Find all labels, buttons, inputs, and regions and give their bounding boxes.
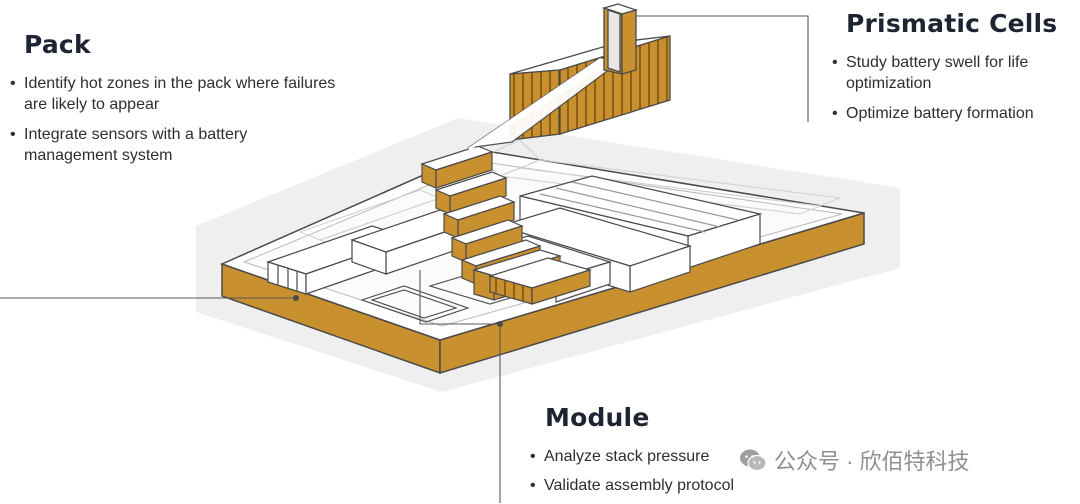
pack-bullets: Identify hot zones in the pack where fai…	[10, 73, 340, 166]
watermark-text: 公众号 · 欣佰特科技	[774, 449, 970, 474]
prismatic-cells-bullet: Optimize battery formation	[832, 103, 1080, 124]
pack-bullet: Integrate sensors with a battery managem…	[10, 124, 340, 166]
prismatic-cells-callout: Prismatic Cells Study battery swell for …	[832, 9, 1080, 133]
prismatic-cells-bullet: Study battery swell for life optimizatio…	[832, 52, 1080, 94]
pack-callout: Pack Identify hot zones in the pack wher…	[10, 30, 340, 175]
module-bullet: Validate assembly protocol	[530, 475, 830, 496]
pack-leader-dot	[293, 295, 299, 301]
prismatic-cell	[601, 3, 639, 75]
pack-title: Pack	[24, 30, 91, 59]
pack-bullet: Identify hot zones in the pack where fai…	[10, 73, 340, 115]
module-title: Module	[545, 403, 650, 432]
prismatic-cells-title: Prismatic Cells	[846, 9, 1058, 38]
module-leader-line	[419, 270, 501, 503]
zoom-projection-fill	[468, 58, 612, 150]
cells-leader-line	[636, 15, 809, 122]
leader-lines	[0, 15, 809, 503]
module-callout: Module Analyze stack pressure Validate a…	[530, 403, 830, 504]
module-bullets: Analyze stack pressure Validate assembly…	[530, 446, 830, 496]
module-leader-dot	[497, 321, 503, 327]
front-striped-module	[487, 257, 593, 305]
module-bullet: Analyze stack pressure	[530, 446, 830, 467]
prismatic-cells-bullets: Study battery swell for life optimizatio…	[832, 52, 1080, 124]
watermark: 公众号 · 欣佰特科技	[738, 444, 970, 476]
wechat-icon	[740, 449, 767, 472]
module-slices	[420, 145, 563, 301]
